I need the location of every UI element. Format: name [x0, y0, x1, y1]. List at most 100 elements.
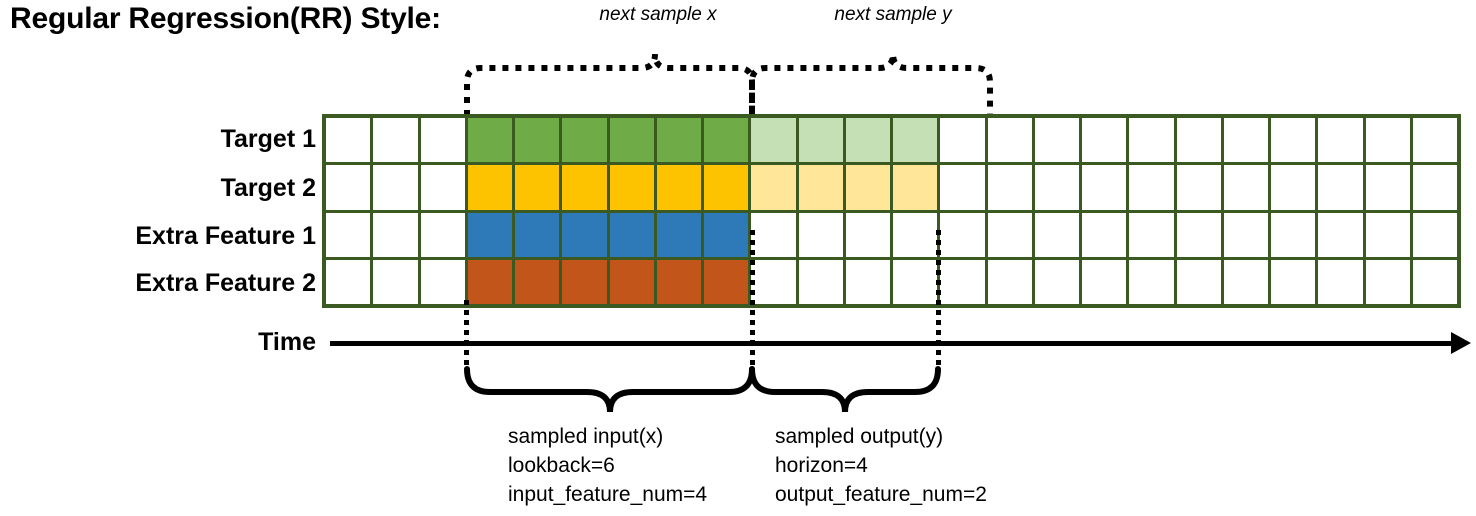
grid-cell-r1-c1 — [373, 165, 418, 210]
grid-cell-r2-c3 — [467, 212, 512, 257]
grid-cell-r2-c0 — [326, 212, 371, 257]
grid-cell-r3-c4 — [515, 259, 560, 304]
grid-cell-r0-c11 — [845, 118, 890, 163]
grid-cell-r3-c0 — [326, 259, 371, 304]
grid-cell-r3-c7 — [656, 259, 701, 304]
time-axis-label: Time — [258, 328, 316, 356]
grid-cell-r1-c12 — [893, 165, 938, 210]
grid-cell-r0-c17 — [1129, 118, 1174, 163]
grid-cell-r0-c13 — [940, 118, 985, 163]
grid-cell-r0-c8 — [704, 118, 749, 163]
grid-cell-r1-c19 — [1223, 165, 1268, 210]
grid-cell-r1-c5 — [562, 165, 607, 210]
grid-row — [326, 165, 1457, 210]
grid-cell-r0-c4 — [515, 118, 560, 163]
grid-cell-r0-c20 — [1271, 118, 1316, 163]
guide-output-end — [936, 230, 941, 366]
grid-cell-r3-c22 — [1365, 259, 1410, 304]
grid-cell-r1-c0 — [326, 165, 371, 210]
grid-cell-r2-c22 — [1365, 212, 1410, 257]
page-title: Regular Regression(RR) Style: — [10, 2, 441, 35]
grid-cell-r1-c11 — [845, 165, 890, 210]
grid-cell-r3-c5 — [562, 259, 607, 304]
right-arrow-icon — [1451, 332, 1471, 354]
grid-cell-r1-c9 — [751, 165, 796, 210]
grid-cell-r3-c15 — [1034, 259, 1079, 304]
grid-cell-r1-c21 — [1318, 165, 1363, 210]
caption-sampled-output: sampled output(y) horizon=4 output_featu… — [775, 423, 987, 509]
row-label-extra-feature-1: Extra Feature 1 — [135, 222, 316, 250]
grid-cell-r2-c7 — [656, 212, 701, 257]
grid-cell-r3-c21 — [1318, 259, 1363, 304]
grid-cell-r3-c2 — [420, 259, 465, 304]
grid-cell-r1-c3 — [467, 165, 512, 210]
caption-output-line-1: sampled output(y) — [775, 425, 944, 448]
grid-cell-r3-c9 — [751, 259, 796, 304]
grid-row — [326, 212, 1457, 257]
grid-cell-r2-c4 — [515, 212, 560, 257]
grid-cell-r2-c16 — [1082, 212, 1127, 257]
grid-cell-r2-c15 — [1034, 212, 1079, 257]
caption-input-line-1: sampled input(x) — [508, 425, 664, 448]
row-label-target-1: Target 1 — [220, 125, 316, 153]
row-label-extra-feature-2: Extra Feature 2 — [135, 269, 316, 297]
grid-cell-r3-c13 — [940, 259, 985, 304]
grid-row — [326, 118, 1457, 163]
grid-cell-r2-c23 — [1412, 212, 1457, 257]
grid-cell-r2-c2 — [420, 212, 465, 257]
guide-input-start — [464, 300, 469, 366]
grid-cell-r3-c14 — [987, 259, 1032, 304]
grid-cell-r0-c6 — [609, 118, 654, 163]
time-axis-line — [330, 341, 1458, 346]
grid-cell-r1-c2 — [420, 165, 465, 210]
grid-cell-r3-c3 — [467, 259, 512, 304]
grid-cell-r0-c2 — [420, 118, 465, 163]
caption-input-line-2: lookback=6 — [508, 453, 615, 477]
grid-cell-r2-c13 — [940, 212, 985, 257]
grid-cell-r1-c10 — [798, 165, 843, 210]
grid-cell-r3-c17 — [1129, 259, 1174, 304]
grid-cell-r0-c12 — [893, 118, 938, 163]
grid-cell-r3-c10 — [798, 259, 843, 304]
grid-cell-r2-c18 — [1176, 212, 1221, 257]
grid-cell-r1-c7 — [656, 165, 701, 210]
grid-cell-r0-c15 — [1034, 118, 1079, 163]
grid-cell-r1-c23 — [1412, 165, 1457, 210]
caption-output-line-2: horizon=4 — [775, 453, 868, 477]
grid-cell-r0-c22 — [1365, 118, 1410, 163]
grid-cell-r3-c8 — [704, 259, 749, 304]
grid-cell-r3-c6 — [609, 259, 654, 304]
grid-cell-r1-c18 — [1176, 165, 1221, 210]
grid-cell-r1-c22 — [1365, 165, 1410, 210]
grid-cell-r2-c17 — [1129, 212, 1174, 257]
grid-cell-r2-c21 — [1318, 212, 1363, 257]
grid-cell-r0-c7 — [656, 118, 701, 163]
grid-cell-r3-c1 — [373, 259, 418, 304]
grid-cell-r1-c8 — [704, 165, 749, 210]
grid-cell-r1-c15 — [1034, 165, 1079, 210]
grid-cell-r1-c20 — [1271, 165, 1316, 210]
grid-cell-r3-c12 — [893, 259, 938, 304]
grid-cell-r2-c9 — [751, 212, 796, 257]
grid-cell-r0-c10 — [798, 118, 843, 163]
grid-cell-r0-c16 — [1082, 118, 1127, 163]
grid-cell-r0-c5 — [562, 118, 607, 163]
grid-cell-r0-c21 — [1318, 118, 1363, 163]
grid-cell-r0-c1 — [373, 118, 418, 163]
caption-input-line-3: input_feature_num=4 — [508, 482, 708, 506]
grid-cell-r0-c9 — [751, 118, 796, 163]
grid-cell-r2-c5 — [562, 212, 607, 257]
grid-row — [326, 259, 1457, 304]
annotation-next-sample-x: next sample x — [599, 4, 717, 25]
grid-cell-r0-c14 — [987, 118, 1032, 163]
annotation-next-sample-y: next sample y — [834, 4, 952, 25]
grid-cell-r0-c23 — [1412, 118, 1457, 163]
guide-input-end — [750, 230, 755, 366]
grid-cell-r1-c16 — [1082, 165, 1127, 210]
grid-cell-r1-c17 — [1129, 165, 1174, 210]
grid-cell-r0-c19 — [1223, 118, 1268, 163]
grid-cell-r3-c16 — [1082, 259, 1127, 304]
grid-cell-r2-c11 — [845, 212, 890, 257]
grid-cell-r0-c18 — [1176, 118, 1221, 163]
